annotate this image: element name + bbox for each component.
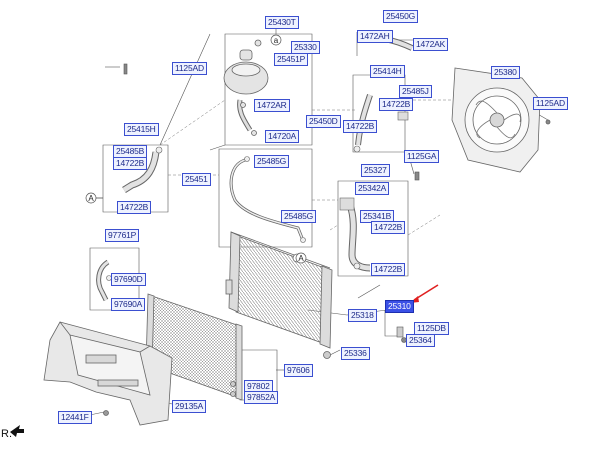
label-25415H[interactable]: 25415H <box>124 123 159 136</box>
label-25450G[interactable]: 25450G <box>383 10 419 23</box>
label-25430T[interactable]: 25430T <box>265 16 299 29</box>
label-14722B-d[interactable]: 14722B <box>117 201 152 214</box>
label-97606[interactable]: 97606 <box>284 364 313 377</box>
leader-lines <box>84 26 549 417</box>
label-97852A[interactable]: 97852A <box>244 391 279 404</box>
label-25450D[interactable]: 25450D <box>306 115 341 128</box>
label-1472AH[interactable]: 1472AH <box>357 30 393 43</box>
lower-hose-left <box>122 146 163 193</box>
condenser-hose <box>96 259 112 302</box>
label-25485G-b[interactable]: 25485G <box>281 210 317 223</box>
radiator <box>225 231 333 359</box>
front-direction-icon <box>10 425 24 437</box>
label-25318[interactable]: 25318 <box>348 309 377 322</box>
label-25414H[interactable]: 25414H <box>370 65 405 78</box>
label-25336[interactable]: 25336 <box>341 347 370 360</box>
red-arrow <box>410 284 439 303</box>
label-14722B-c[interactable]: 14722B <box>113 157 148 170</box>
label-25364[interactable]: 25364 <box>406 334 435 347</box>
label-25327[interactable]: 25327 <box>361 164 390 177</box>
label-12441F[interactable]: 12441F <box>58 411 92 424</box>
label-97761P[interactable]: 97761P <box>105 229 140 242</box>
hardware-bolts <box>123 63 420 343</box>
label-14722B-b[interactable]: 14722B <box>343 120 378 133</box>
label-25485J[interactable]: 25485J <box>399 85 432 98</box>
label-29135A[interactable]: 29135A <box>172 400 207 413</box>
callout-a-small: a <box>274 36 279 45</box>
label-1125GA[interactable]: 1125GA <box>404 150 440 163</box>
label-1125AD-right[interactable]: 1125AD <box>533 97 568 110</box>
circle-callouts: a A A <box>85 34 307 264</box>
label-14720A[interactable]: 14720A <box>265 130 300 143</box>
label-25342A[interactable]: 25342A <box>355 182 390 195</box>
coolant-pipe <box>229 156 306 243</box>
label-25310-highlighted[interactable]: 25310 <box>385 300 414 313</box>
label-25380[interactable]: 25380 <box>491 66 520 79</box>
lower-hose-right <box>339 197 371 272</box>
reservoir-tank <box>223 39 269 136</box>
front-end-carrier <box>43 321 173 426</box>
label-25451[interactable]: 25451 <box>182 173 211 186</box>
callout-a-radiator: A <box>298 254 304 263</box>
label-1472AK[interactable]: 1472AK <box>413 38 449 51</box>
label-1125AD-left[interactable]: 1125AD <box>172 62 207 75</box>
label-97690A[interactable]: 97690A <box>111 298 146 311</box>
label-14722B-f[interactable]: 14722B <box>371 263 406 276</box>
label-25451P[interactable]: 25451P <box>274 53 309 66</box>
label-25485G-a[interactable]: 25485G <box>254 155 290 168</box>
label-14722B-e[interactable]: 14722B <box>371 221 406 234</box>
label-97690D[interactable]: 97690D <box>111 273 146 286</box>
label-14722B-a[interactable]: 14722B <box>379 98 414 111</box>
corner-marker: R. <box>1 428 12 440</box>
callout-a-left: A <box>88 194 94 203</box>
label-1472AR[interactable]: 1472AR <box>254 99 290 112</box>
fan-shroud <box>451 67 551 173</box>
